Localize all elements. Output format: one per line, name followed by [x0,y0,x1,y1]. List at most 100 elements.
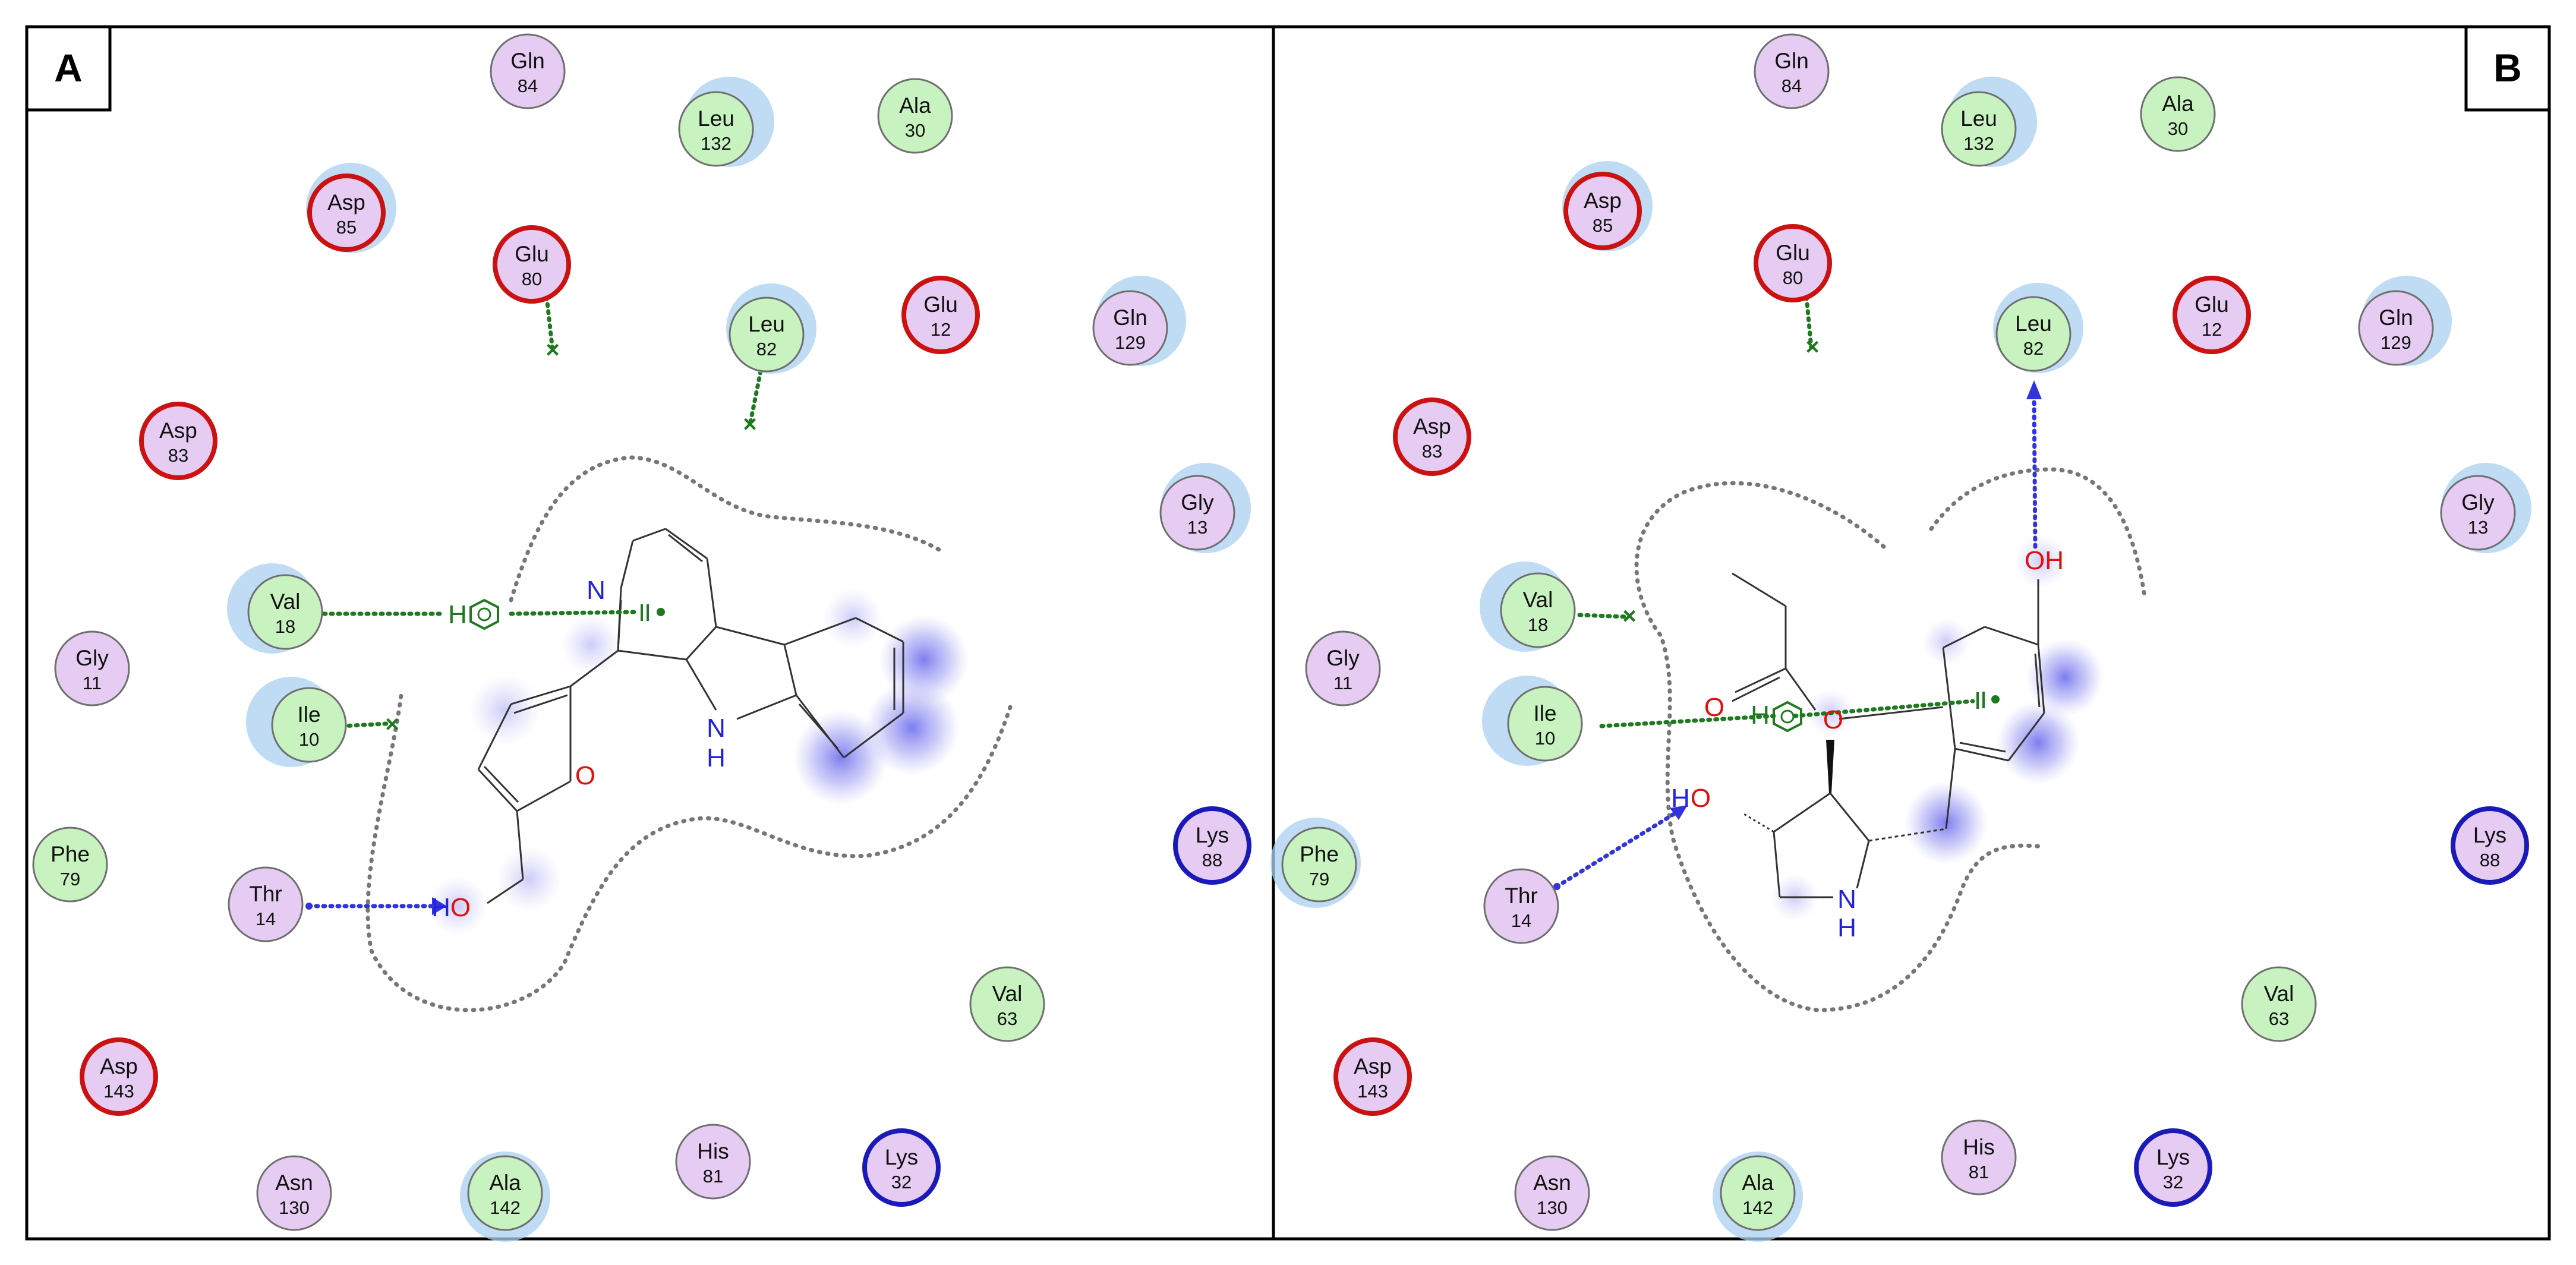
atom-label: H [448,600,467,629]
residue-number: 11 [83,673,102,693]
residue-number: 143 [1357,1081,1388,1102]
residue-asp-85: Asp 85 [306,163,396,253]
residue-number: 81 [1969,1162,1989,1182]
residue-disc [139,402,217,480]
residue-name: Leu [748,312,785,336]
residue-number: 14 [256,908,276,929]
residue-disc [877,78,953,154]
residue-number: 30 [2168,118,2188,139]
residue-glu-80: Glu 80 [493,225,571,304]
residue-name: Asp [159,418,197,443]
residue-disc [1514,1155,1590,1231]
residue-name: Leu [1960,106,1997,131]
residue-disc [969,966,1045,1042]
residue-disc [1754,224,1832,302]
svg-text:×: × [546,337,559,363]
exposure-blobs-b [1771,535,2104,921]
residue-name: His [697,1139,729,1163]
residue-name: Asp [1354,1054,1392,1078]
residue-disc [1159,475,1235,551]
atom-label: O [1704,693,1724,722]
residue-disc [1092,290,1168,366]
residue-number: 88 [2480,850,2500,870]
residue-name: Thr [1505,884,1538,908]
residue-name: Glu [923,292,958,317]
residue-disc [2451,806,2529,885]
residue-name: Val [270,589,301,614]
residue-number: 18 [275,616,295,637]
residue-disc [271,687,347,763]
residue-disc [1173,806,1251,885]
residue-number: 82 [756,339,777,359]
residue-number: 85 [336,217,357,238]
residue-disc [54,630,130,706]
residue-name: Phe [1300,842,1339,866]
atom-label: O [1691,784,1711,813]
residue-lys-88: Lys 88 [2451,806,2529,885]
residue-disc [247,574,323,650]
wedge-bond [1826,740,1834,793]
residue-name: Val [1523,588,1553,612]
residue-disc [675,1124,751,1200]
residue-name: Ala [1742,1171,1774,1195]
residue-name: Thr [249,882,282,906]
atom-labels-b: OH O H O H O N H [1671,546,2064,942]
residue-number: 80 [522,269,542,289]
residue-disc [228,866,304,942]
residue-name: His [1963,1135,1994,1159]
residue-name: Ala [489,1171,521,1195]
residue-name: Lys [1196,823,1229,847]
interactions-a [307,295,763,908]
panel-a-label-box [25,25,112,112]
residue-name: Glu [515,242,549,266]
residue-name: Phe [51,842,90,866]
residue-disc [1281,826,1357,903]
residue-disc [1720,1155,1796,1231]
residue-disc [862,1128,941,1207]
residue-number: 132 [1963,133,1994,154]
residue-name: Asp [100,1054,138,1078]
residue-asp-143: Asp 143 [1333,1037,1412,1116]
residue-disc [901,276,980,354]
residue-name: Gly [1326,646,1360,670]
residue-name: Asp [327,190,365,214]
residue-number: 130 [1537,1197,1568,1218]
residue-name: Lys [2156,1145,2190,1169]
atom-label: H [1837,913,1856,942]
residue-name: Lys [2473,823,2506,847]
panel-a: A [25,25,1251,1242]
atom-label: H [1671,784,1690,813]
residue-leu-82: Leu 82 [726,283,816,374]
residue-disc [1941,91,2017,167]
residue-disc [2358,290,2434,366]
residue-disc [1393,398,1471,476]
residue-number: 84 [1782,75,1802,96]
panel-b-label-box [2464,25,2551,112]
atom-label: N [1837,885,1856,914]
residue-number: 85 [1593,215,1613,236]
svg-text:×: × [1622,603,1636,629]
residue-name: Ile [1533,701,1556,725]
residue-his-81: His 81 [1941,1119,2017,1195]
residue-name: Leu [698,106,734,131]
atom-label: O [450,893,471,922]
residue-number: 14 [1511,910,1531,931]
